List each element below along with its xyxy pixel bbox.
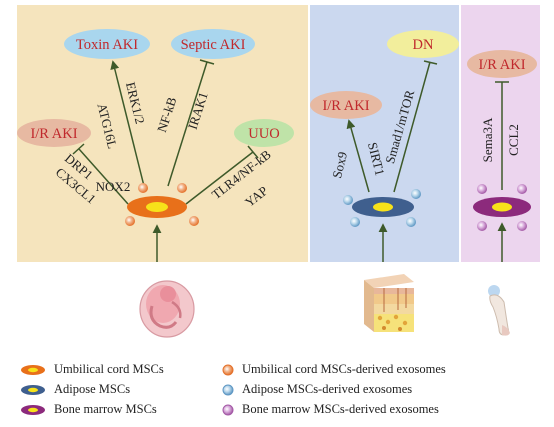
legend-item-umbilical-msc: Umbilical cord MSCs [20, 362, 164, 377]
bone-exosome [517, 184, 527, 194]
ir-aki-label-adipose: I/R AKI [322, 98, 369, 114]
pathway-ccl: CCL2 [506, 124, 521, 156]
adipose-exosome [343, 195, 353, 205]
umbilical-exosome [138, 183, 148, 193]
septic-aki-label: Septic AKI [181, 37, 246, 53]
ir-aki-ellipse-umbilical [17, 119, 91, 147]
adipose-exosome [406, 217, 416, 227]
inhibit-ir-aki [78, 148, 129, 205]
pathway-sema: Sema3A [480, 117, 495, 162]
ir-aki-label-umbilical: I/R AKI [30, 126, 77, 142]
pathway-sox: Sox9 [329, 150, 350, 180]
adipose-msc-nucleus [373, 202, 393, 212]
dn-label: DN [413, 37, 434, 53]
ir-aki-ellipse-adipose [310, 91, 382, 119]
adipose-exosome [350, 217, 360, 227]
legend: Umbilical cord MSCs Adipose MSCs Bone ma… [0, 352, 554, 427]
legend-item-bone-exo: Bone marrow MSCs-derived exosomes [222, 402, 439, 417]
pathway-nox: NOX2 [96, 179, 131, 194]
bone-cell-icon [21, 404, 45, 415]
legend-label: Umbilical cord MSCs [54, 362, 164, 376]
inhibit-bar [247, 145, 259, 159]
dn-ellipse [387, 30, 459, 58]
bone-exosome [517, 221, 527, 231]
bone-exosome [477, 221, 487, 231]
adipose-exosome-icon [222, 384, 234, 395]
umbilical-exosome [177, 183, 187, 193]
toxin-aki-label: Toxin AKI [76, 37, 138, 53]
inhibit-bar [423, 60, 438, 65]
ir-aki-ellipse-bone [467, 50, 537, 78]
femur-bone-icon [488, 285, 510, 336]
legend-label: Adipose MSCs-derived exosomes [242, 382, 413, 396]
bone-panel [460, 5, 540, 262]
ir-aki-label-bone: I/R AKI [478, 57, 525, 73]
umbilical-exosome [125, 216, 135, 226]
inhibit-uuo [185, 151, 254, 205]
arrow-to-ir-aki-adipose [346, 119, 370, 193]
inhibit-bar [72, 143, 85, 155]
legend-item-bone-msc: Bone marrow MSCs [20, 402, 157, 417]
inhibit-septic-aki [167, 61, 208, 187]
bone-exosome [477, 184, 487, 194]
uuo-ellipse [234, 119, 294, 147]
umbilical-exosome [189, 216, 199, 226]
umbilical-exosome-icon [222, 364, 234, 375]
skin-tissue-icon [364, 274, 414, 332]
arrow-to-toxin-aki [110, 60, 145, 187]
legend-label: Adipose MSCs [54, 382, 131, 396]
legend-label: Bone marrow MSCs [54, 402, 157, 416]
umbilical-cell-icon [21, 364, 45, 375]
adipose-exosome [411, 189, 421, 199]
inhibit-dn [393, 61, 431, 193]
legend-item-adipose-msc: Adipose MSCs [20, 382, 130, 397]
legend-item-adipose-exo: Adipose MSCs-derived exosomes [222, 382, 412, 397]
septic-aki-ellipse [171, 29, 255, 59]
bone-msc-nucleus [492, 202, 512, 212]
legend-label: Bone marrow MSCs-derived exosomes [242, 402, 439, 416]
legend-label: Umbilical cord MSCs-derived exosomes [242, 362, 446, 376]
adipose-cell-icon [21, 384, 45, 395]
umbilical-msc-nucleus [146, 202, 168, 212]
legend-item-umbilical-exo: Umbilical cord MSCs-derived exosomes [222, 362, 446, 377]
toxin-aki-ellipse [64, 29, 150, 59]
fetus-icon [139, 280, 195, 338]
uuo-label: UUO [248, 126, 279, 142]
bone-exosome-icon [222, 404, 234, 415]
inhibit-bar [199, 59, 215, 65]
